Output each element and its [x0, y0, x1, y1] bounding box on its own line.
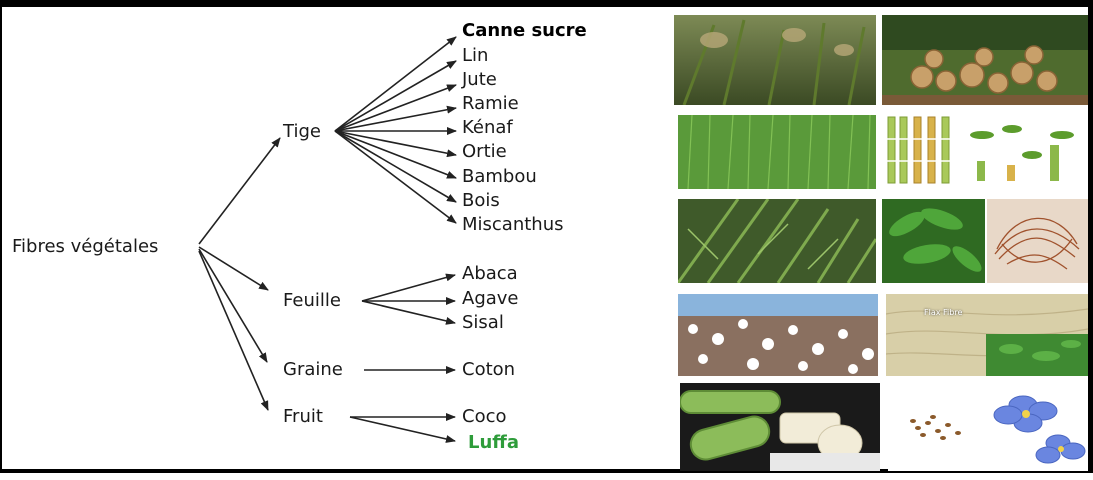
arrow-tige-9	[335, 131, 456, 223]
kenaf-leaves-photo	[882, 199, 985, 283]
arrow-fruit-2	[350, 417, 455, 441]
bamboo-photo	[882, 115, 1088, 189]
arrow-tige-4	[335, 108, 456, 131]
photo-caption: Flax Fibre	[924, 308, 962, 317]
item-coco: Coco	[462, 406, 507, 428]
flax-field-photo	[678, 115, 876, 189]
item-luffa: Luffa	[468, 432, 519, 454]
root-label: Fibres végétales	[12, 236, 158, 258]
item-miscanthus: Miscanthus	[462, 214, 564, 236]
arrow-root-tige	[199, 138, 280, 244]
item-canne-sucre: Canne sucre	[462, 20, 587, 42]
luffa-photo	[680, 383, 880, 471]
arrow-tige-6	[335, 131, 456, 155]
arrow-root-feuille	[199, 247, 268, 290]
item-agave: Agave	[462, 288, 519, 310]
arrow-root-graine	[199, 249, 267, 362]
cotton-field-photo	[678, 294, 878, 376]
item-sisal: Sisal	[462, 312, 504, 334]
fibre-bundle-photo	[987, 199, 1088, 283]
arrow-feuille-1	[362, 275, 455, 301]
item-kenaf: Kénaf	[462, 117, 513, 139]
arrow-tige-3	[335, 85, 456, 131]
category-fruit: Fruit	[283, 406, 323, 428]
item-abaca: Abaca	[462, 263, 518, 285]
arrow-tige-8	[335, 131, 456, 202]
item-ramie: Ramie	[462, 93, 519, 115]
fibre-sample-photo: Flax Fibre	[886, 294, 1088, 376]
item-bambou: Bambou	[462, 166, 537, 188]
arrow-feuille-3	[362, 301, 455, 323]
arrow-root-fruit	[199, 251, 268, 410]
sisal-plantation-photo	[678, 199, 876, 283]
item-jute: Jute	[462, 69, 497, 91]
category-tige: Tige	[283, 121, 321, 143]
wood-logs-photo	[882, 15, 1088, 105]
item-ortie: Ortie	[462, 141, 507, 163]
arrow-tige-2	[335, 61, 456, 131]
category-feuille: Feuille	[283, 290, 341, 312]
item-lin: Lin	[462, 45, 488, 67]
arrow-tige-1	[335, 37, 456, 131]
flax-flower-seeds-photo	[888, 383, 1088, 471]
sugarcane-photo	[674, 15, 876, 105]
arrow-tige-7	[335, 131, 456, 178]
item-coton: Coton	[462, 359, 515, 381]
item-bois: Bois	[462, 190, 500, 212]
category-graine: Graine	[283, 359, 343, 381]
